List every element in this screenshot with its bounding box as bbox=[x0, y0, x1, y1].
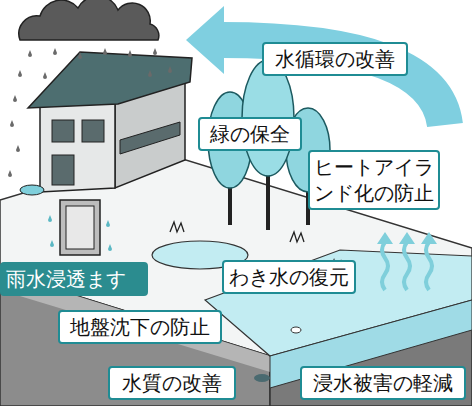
window bbox=[82, 120, 104, 142]
infiltration-well-inner bbox=[66, 206, 94, 249]
door bbox=[52, 155, 74, 185]
fish bbox=[291, 327, 301, 333]
house-front bbox=[40, 100, 115, 192]
fish bbox=[254, 374, 270, 382]
label-box: 水循環の改善 bbox=[262, 42, 408, 76]
label-box: 雨水浸透ます bbox=[0, 262, 148, 296]
raindrops bbox=[8, 48, 172, 177]
heat-waves bbox=[382, 242, 432, 290]
label-box: 緑の保全 bbox=[198, 117, 302, 151]
label-box: 地盤沈下の防止 bbox=[58, 310, 222, 344]
label-box: わき水の復元 bbox=[222, 260, 356, 294]
label-text: わき水の復元 bbox=[228, 264, 350, 290]
label-text: 水循環の改善 bbox=[268, 46, 402, 72]
label-text: 浸水被害の軽減 bbox=[306, 370, 460, 396]
label-text: 緑の保全 bbox=[204, 121, 296, 147]
window bbox=[52, 120, 74, 142]
heat-arrowheads bbox=[377, 232, 437, 244]
label-text: 雨水浸透ます bbox=[6, 266, 142, 292]
label-box: ヒートアイランド化の防止 bbox=[308, 150, 440, 210]
rain-cloud bbox=[19, 0, 159, 40]
label-text: ヒートアイランド化の防止 bbox=[314, 154, 434, 206]
cycle-arrow bbox=[222, 40, 445, 125]
label-box: 水質の改善 bbox=[108, 366, 236, 400]
label-box: 浸水被害の軽減 bbox=[300, 366, 466, 400]
house-roof bbox=[28, 52, 192, 108]
label-text: 地盤沈下の防止 bbox=[64, 314, 216, 340]
cycle-arrowhead bbox=[186, 6, 224, 74]
infiltration-well bbox=[60, 200, 100, 255]
label-text: 水質の改善 bbox=[114, 370, 230, 396]
puddle bbox=[20, 185, 44, 195]
balcony bbox=[120, 122, 180, 154]
